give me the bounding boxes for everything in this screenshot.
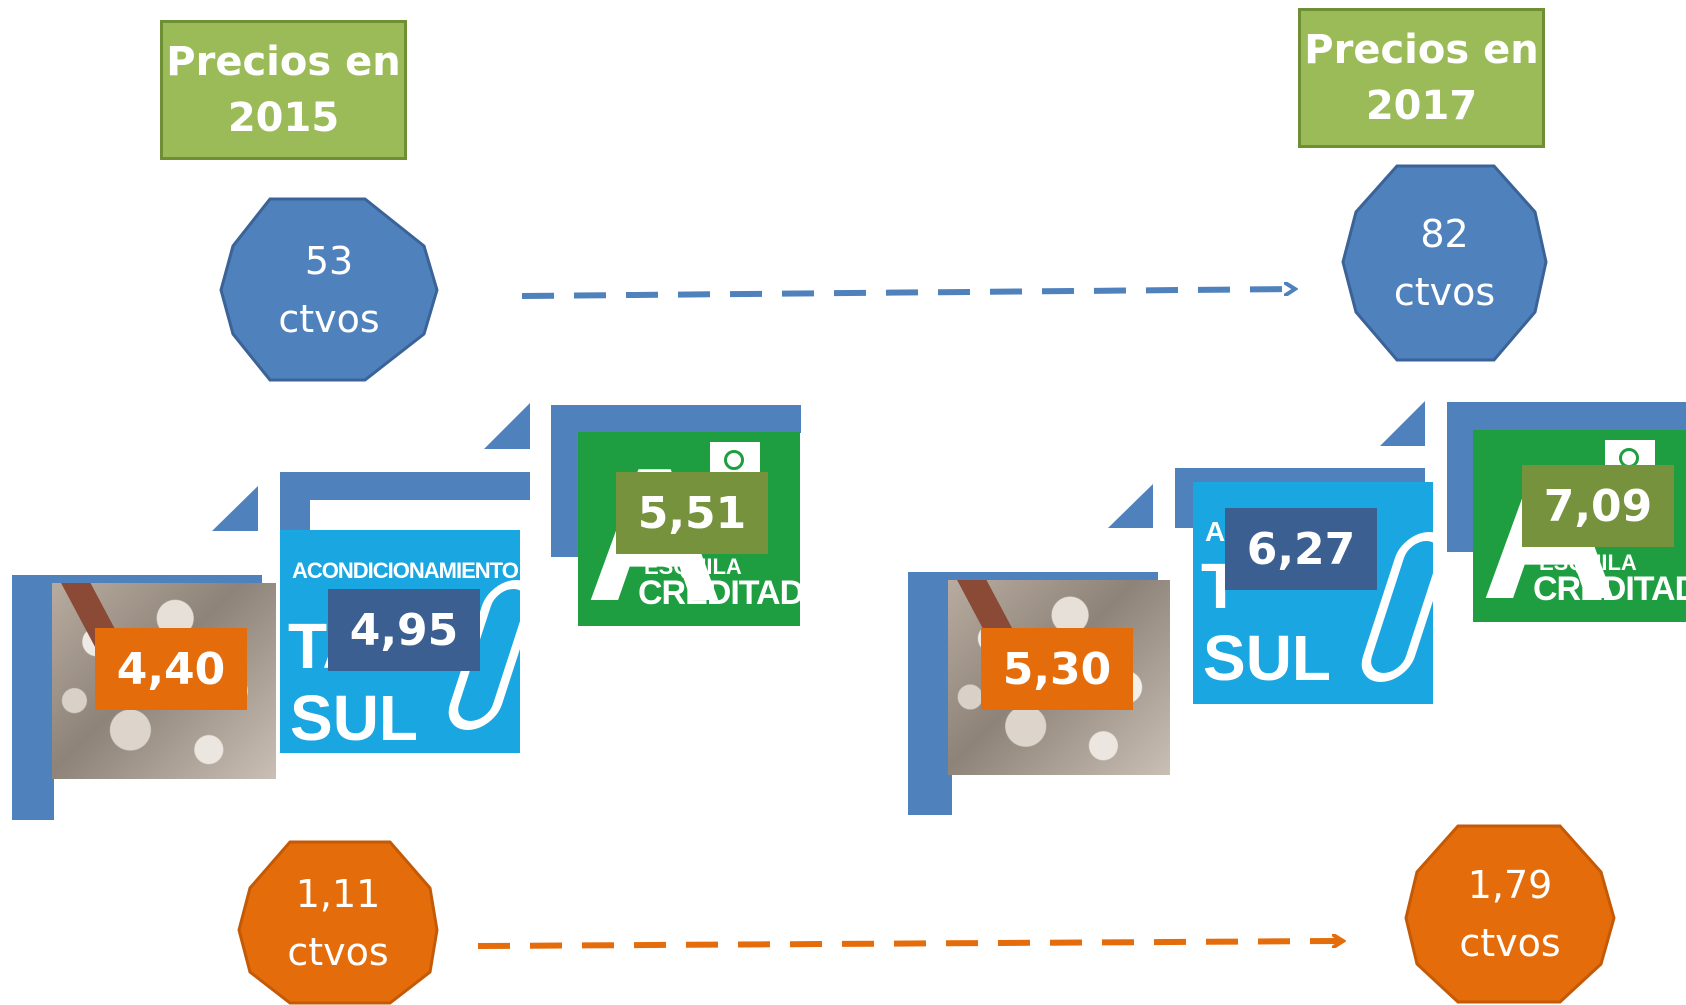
right-bracket-3-top: [1447, 402, 1686, 430]
right-year-header: Precios en 2017: [1298, 8, 1545, 148]
right-green-sign-line2: CREDITADA: [1533, 570, 1686, 608]
right-price-blue: 6,27: [1225, 508, 1377, 590]
left-price-blue: 4,95: [328, 589, 480, 671]
left-orange-octagon: [237, 840, 439, 1005]
right-orange-value: 1,79: [1467, 863, 1553, 907]
right-green-sign-line1: ESQUILA: [1539, 550, 1637, 575]
left-blue-octagon: [219, 197, 439, 382]
right-triangle-1: [1108, 484, 1153, 528]
left-blue-octagon-label: 53 ctvos: [221, 199, 437, 380]
right-orange-unit: ctvos: [1459, 921, 1561, 965]
left-orange-unit: ctvos: [287, 929, 389, 974]
left-triangle-1: [212, 486, 258, 531]
right-blue-sign-line3: SUL: [1203, 622, 1331, 694]
right-blue-octagon-label: 82 ctvos: [1343, 166, 1546, 360]
left-green-sign-line2: CREDITADA: [638, 574, 800, 612]
right-price-green: 7,09: [1522, 465, 1674, 547]
right-header-line2: 2017: [1365, 83, 1478, 129]
left-orange-octagon-label: 1,11 ctvos: [239, 842, 437, 1003]
left-price-orange: 4,40: [95, 628, 247, 710]
right-orange-octagon: [1404, 824, 1616, 1004]
left-blue-unit: ctvos: [278, 296, 380, 341]
left-bracket-2-top: [280, 472, 530, 500]
left-bracket-3-top: [551, 405, 801, 433]
left-header-line1: Precios en: [166, 39, 401, 85]
left-bracket-2-side: [280, 472, 310, 532]
left-year-header: Precios en 2015: [160, 20, 407, 160]
right-header-line1: Precios en: [1304, 27, 1539, 73]
orange-dashed-arrow: [477, 941, 1342, 949]
right-blue-octagon: [1341, 164, 1548, 362]
left-triangle-2: [484, 403, 530, 449]
left-blue-sign-line1: ACONDICIONAMIENTO: [292, 558, 519, 583]
right-blue-unit: ctvos: [1393, 270, 1496, 314]
left-bracket-1-top: [12, 575, 262, 585]
right-triangle-2: [1380, 401, 1425, 446]
left-price-green: 5,51: [616, 472, 768, 554]
right-blue-value: 82: [1420, 212, 1469, 256]
left-orange-value: 1,11: [295, 871, 381, 916]
right-bracket-1-side: [908, 572, 952, 815]
left-blue-sign-line3: SUL: [290, 682, 418, 753]
left-header-line2: 2015: [227, 95, 340, 141]
blue-dashed-arrow: [521, 289, 1294, 299]
left-green-sign-line1: ESQUILA: [644, 554, 742, 579]
right-price-orange: 5,30: [981, 628, 1133, 710]
left-blue-value: 53: [304, 238, 354, 283]
right-bracket-3-side: [1447, 402, 1475, 552]
right-bracket-2-side: [1175, 468, 1195, 528]
right-orange-octagon-label: 1,79 ctvos: [1406, 826, 1614, 1002]
left-bracket-1-side: [12, 575, 54, 820]
left-bracket-3-side: [551, 405, 579, 557]
right-bracket-1-top: [908, 572, 1158, 582]
